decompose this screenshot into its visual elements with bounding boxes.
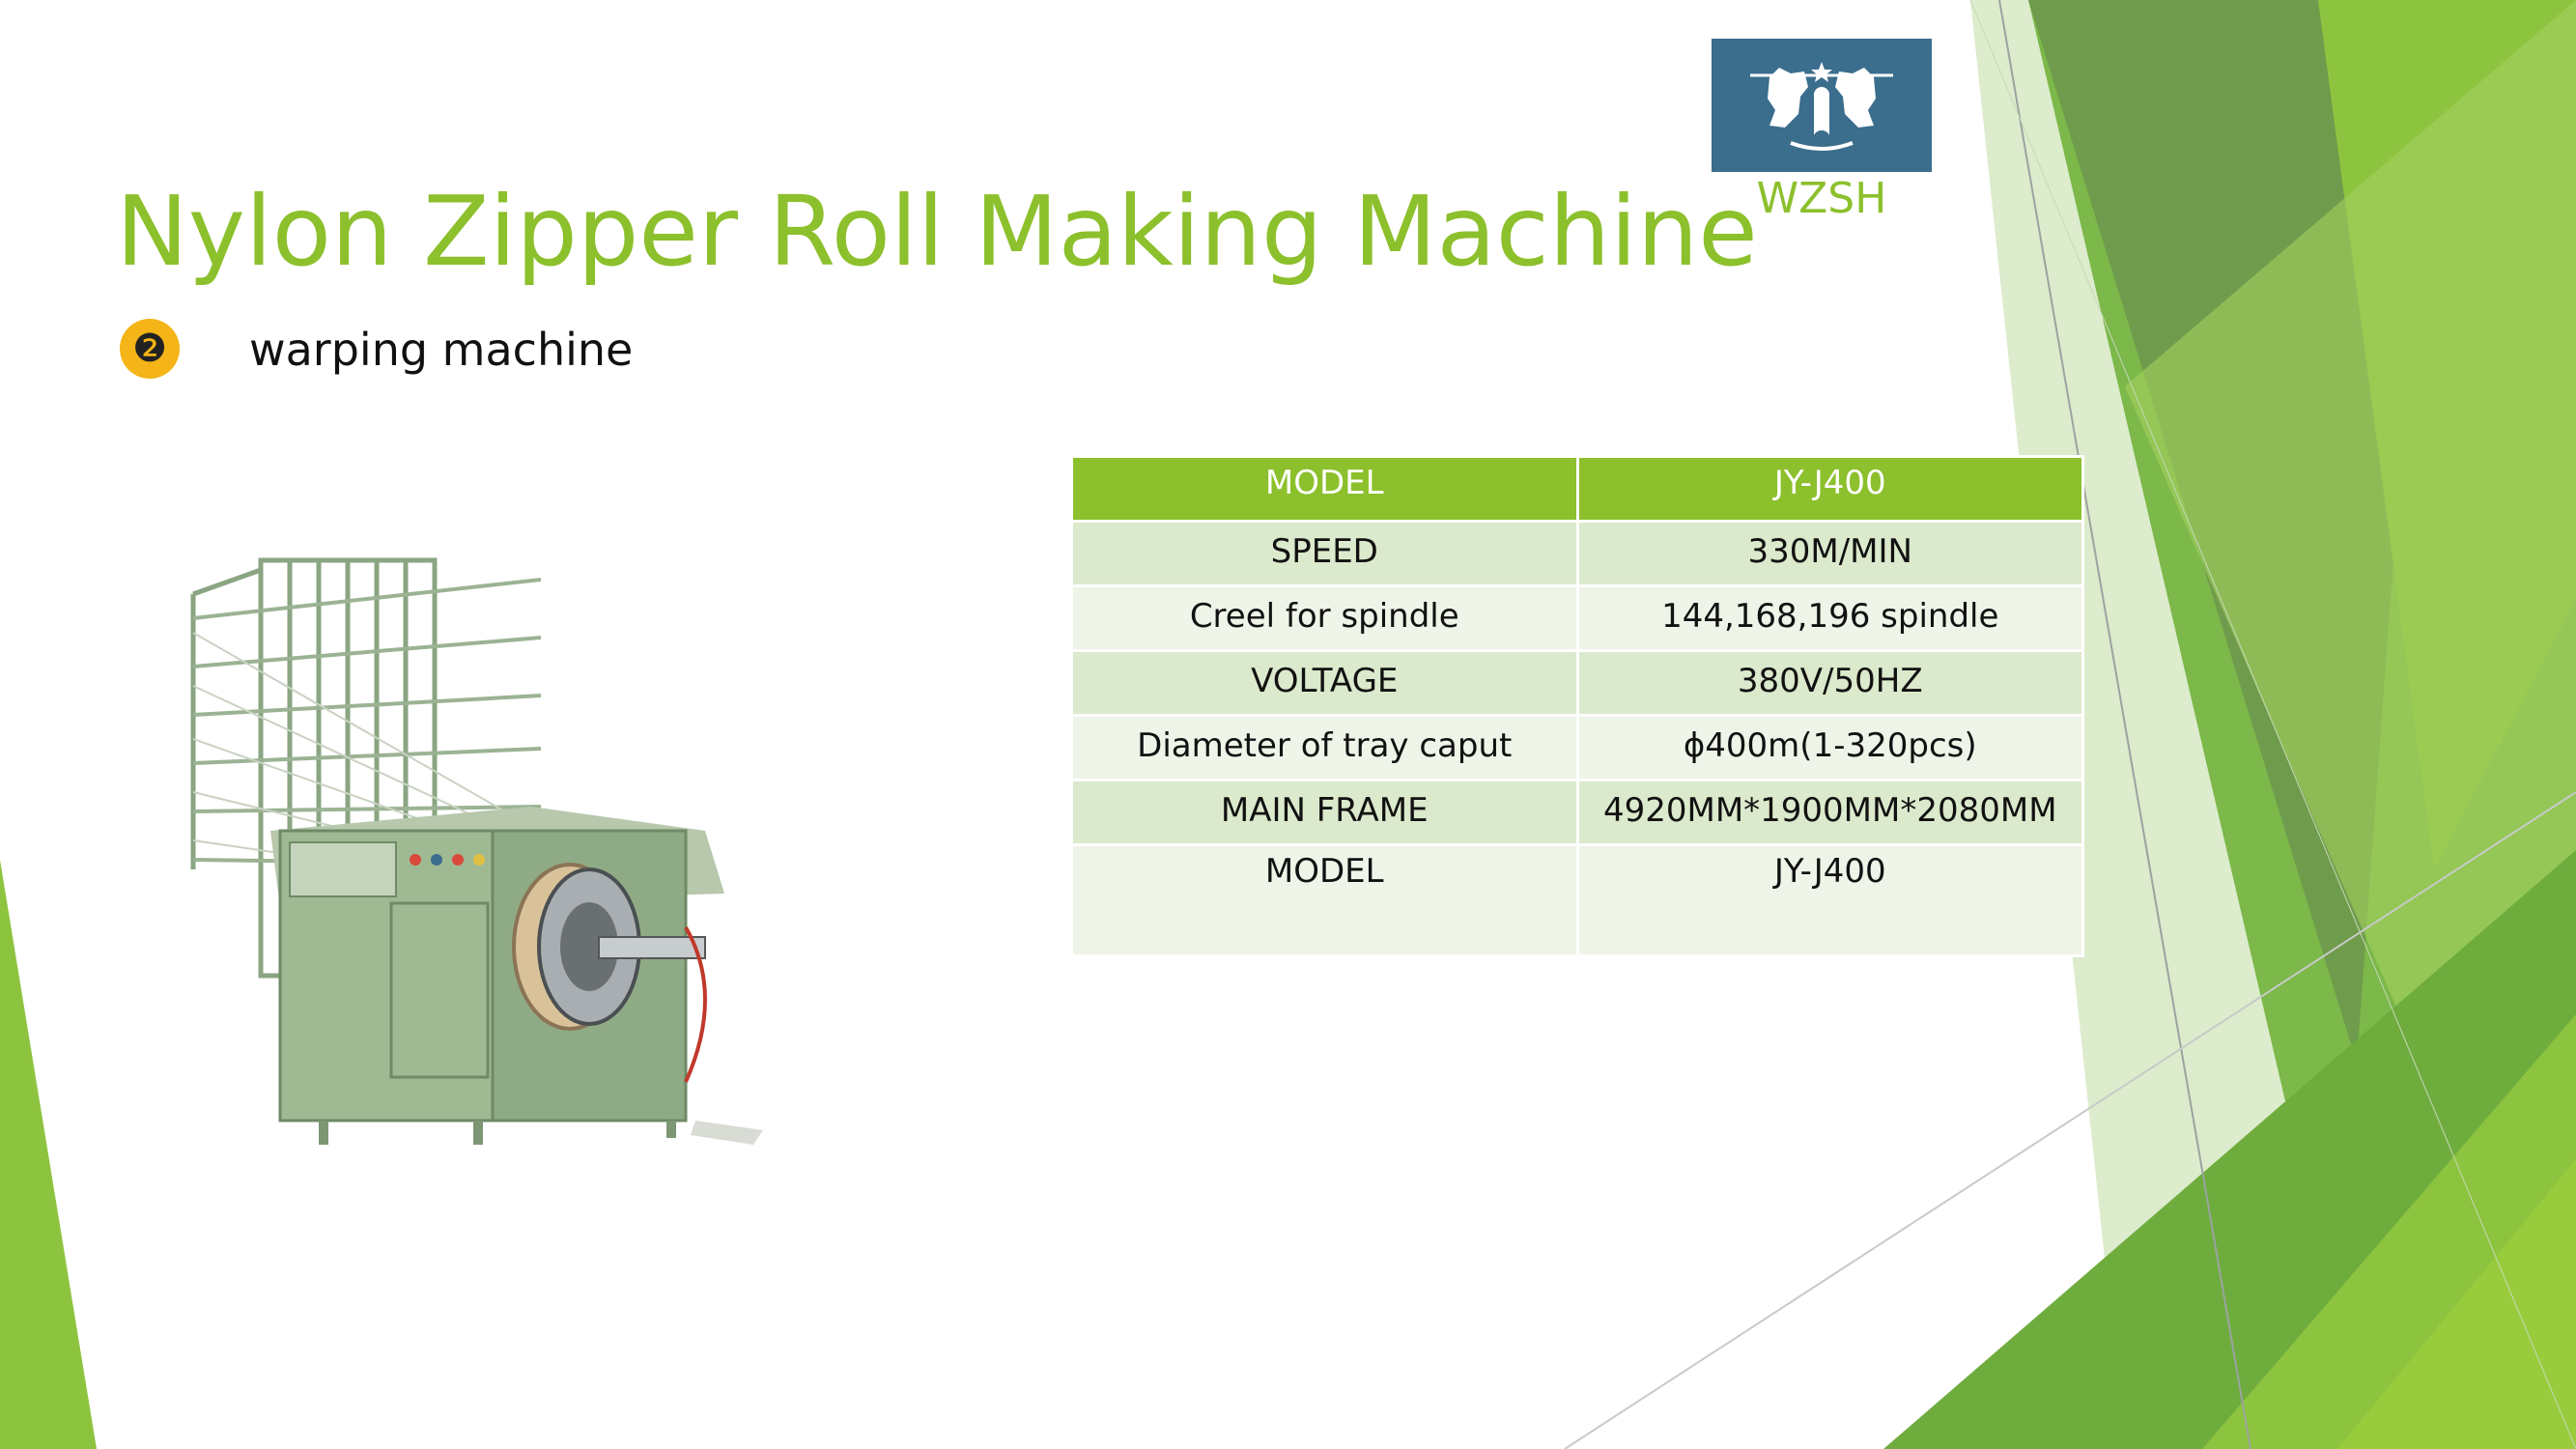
table-cell-value: 144,168,196 spindle — [1575, 584, 2084, 652]
bullet-number-badge: ❷ — [120, 319, 180, 379]
table-row: Diameter of tray caput ϕ400m(1-320pcs) — [1070, 714, 2084, 781]
table-header-cell: JY-J400 — [1575, 455, 2084, 523]
table-cell-value: 380V/50HZ — [1575, 649, 2084, 717]
table-cell-label: VOLTAGE — [1070, 649, 1579, 717]
table-cell-value: ϕ400m(1-320pcs) — [1575, 714, 2084, 781]
table-cell-label: Diameter of tray caput — [1070, 714, 1579, 781]
table-row: MAIN FRAME 4920MM*1900MM*2080MM — [1070, 779, 2084, 846]
table-header-cell: MODEL — [1070, 455, 1579, 523]
horse-emblem-icon — [1750, 62, 1893, 151]
table-cell-label: MODEL — [1070, 843, 1579, 957]
company-logo: WZSH — [1712, 39, 1932, 223]
table-cell-value: 4920MM*1900MM*2080MM — [1575, 779, 2084, 846]
table-row: MODEL JY-J400 — [1070, 843, 2084, 957]
table-row: Creel for spindle 144,168,196 spindle — [1070, 584, 2084, 652]
table-header-row: MODEL JY-J400 — [1070, 455, 2084, 523]
table-cell-value: JY-J400 — [1575, 843, 2084, 957]
table-row: VOLTAGE 380V/50HZ — [1070, 649, 2084, 717]
table-cell-value: 330M/MIN — [1575, 520, 2084, 587]
table-cell-label: SPEED — [1070, 520, 1579, 587]
logo-text: WZSH — [1756, 174, 1887, 223]
table-row: SPEED 330M/MIN — [1070, 520, 2084, 587]
page-title: Nylon Zipper Roll Making Machine — [116, 175, 1758, 288]
logo-emblem — [1712, 39, 1932, 172]
bullet-text: warping machine — [249, 324, 634, 376]
table-cell-label: Creel for spindle — [1070, 584, 1579, 652]
warping-machine-image — [190, 557, 763, 1145]
spec-table: MODEL JY-J400 SPEED 330M/MIN Creel for s… — [1070, 455, 2084, 957]
table-cell-label: MAIN FRAME — [1070, 779, 1579, 846]
